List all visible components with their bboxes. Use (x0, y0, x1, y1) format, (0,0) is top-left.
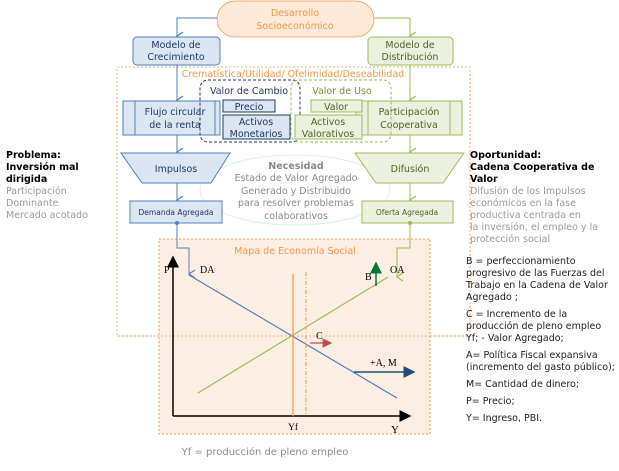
connector-right-top (374, 17, 417, 41)
impulsos-trapezoid (120, 152, 231, 184)
note-y: Y= Ingreso, PBI. (466, 413, 543, 424)
c-label: C (316, 331, 323, 342)
desarrollo-line2: Socioeconómico (256, 21, 333, 32)
problema-line: Mercado acotado (6, 210, 88, 221)
precio-label: Precio (235, 102, 264, 113)
problema-panel: Problema: Inversión mal dirigida Partici… (6, 150, 121, 222)
y-axis-label: P (164, 265, 170, 276)
b-label: B (365, 272, 372, 283)
participacion-box (355, 100, 463, 136)
desarrollo-line1: Desarrollo (271, 8, 319, 19)
participacion-line1: Participación (379, 107, 440, 118)
activos-valorativos-line1: Activos (311, 117, 345, 128)
oportunidad-line: Difusión de los Impulsos (470, 186, 586, 197)
oferta-box (361, 200, 454, 224)
oportunidad-title: Oportunidad: (470, 150, 542, 161)
cloud-shape (199, 154, 391, 226)
oferta-label: Oferta Agregada (376, 208, 438, 217)
frame-dotted (116, 66, 471, 337)
desarrollo-oval (216, 0, 375, 38)
oportunidad-line: productiva centrada en (470, 210, 581, 221)
am-label: +A, M (370, 358, 397, 369)
connector-oferta-oa (395, 223, 411, 282)
modelo-crecimiento-line1: Modelo de (151, 40, 200, 51)
connector-demanda-da (176, 223, 196, 279)
chart-title: Mapa de Economía Social (234, 246, 356, 257)
oportunidad-subtitle: Cadena Cooperativa de Valor (470, 162, 595, 185)
necesidad-line: Estado de Valor Agregado (235, 173, 358, 184)
oa-label: OA (390, 265, 405, 276)
notes-panel: B = perfeccionamiento progresivo de las … (466, 256, 616, 430)
problema-title: Problema: (6, 150, 61, 161)
caption: Yf = producción de pleno empleo (181, 446, 349, 458)
participacion-line2: Cooperativa (380, 120, 438, 131)
note-p: P= Precio; (466, 396, 515, 407)
impulsos-label: Impulsos (155, 164, 198, 175)
problema-line: Participación Dominante (6, 186, 67, 209)
note-a: A= Política Fiscal expansiva (incremento… (466, 350, 616, 373)
necesidad-line: para resolver problemas (238, 198, 354, 209)
difusion-label: Difusión (391, 164, 430, 175)
demanda-label: Demanda Agregada (139, 208, 214, 217)
activos-monetarios-line1: Activos (239, 117, 273, 128)
note-b: B = perfeccionamiento progresivo de las … (466, 256, 608, 303)
necesidad-title: Necesidad (268, 161, 323, 172)
activos-valorativos-line2: Valorativos (302, 129, 355, 140)
activos-valorativos-box (294, 114, 363, 140)
difusion-trapezoid (354, 152, 465, 184)
valor-uso-title: Valor de Uso (312, 86, 372, 97)
activos-monetarios-line2: Monetarios (230, 129, 283, 140)
connector-left-top (175, 17, 217, 41)
valor-cambio-group (199, 79, 301, 143)
oportunidad-line: la inversión, el empleo y la (470, 222, 599, 233)
oportunidad-line: protección social (470, 234, 551, 245)
necesidad-line: colaborativos (264, 211, 328, 222)
necesidad-line: Generado y Distribuido (241, 186, 351, 197)
chart-frame (158, 238, 431, 435)
precio-box (222, 99, 276, 113)
da-label: DA (200, 265, 215, 276)
yf-label: Yf (288, 422, 299, 433)
flujo-box (122, 100, 221, 136)
activos-monetarios-box (222, 114, 291, 140)
valor-box (310, 99, 363, 113)
valor-label: Valor (324, 102, 348, 113)
x-axis-label: Y (391, 424, 399, 436)
flujo-line1: Flujo circular (145, 107, 206, 118)
note-c: C = Incremento de la producción de pleno… (466, 309, 602, 344)
modelo-crecimiento-line2: Crecimiento (147, 52, 205, 63)
problema-subtitle: Inversión mal dirigida (6, 162, 79, 185)
oportunidad-panel: Oportunidad: Cadena Cooperativa de Valor… (470, 150, 618, 246)
note-m: M= Cantidad de dinero; (466, 379, 580, 390)
flujo-line2: de la renta (149, 120, 201, 131)
modelo-distribucion-line2: Distribución (382, 52, 439, 63)
frame-title: Crematística/Utilidad/ Ofelimidad/Deseab… (182, 69, 404, 80)
modelo-distribucion-line1: Modelo de (385, 40, 434, 51)
valor-uso-group (290, 79, 392, 143)
valor-cambio-title: Valor de Cambio (210, 86, 288, 97)
oportunidad-line: económicos en la fase (470, 198, 576, 209)
